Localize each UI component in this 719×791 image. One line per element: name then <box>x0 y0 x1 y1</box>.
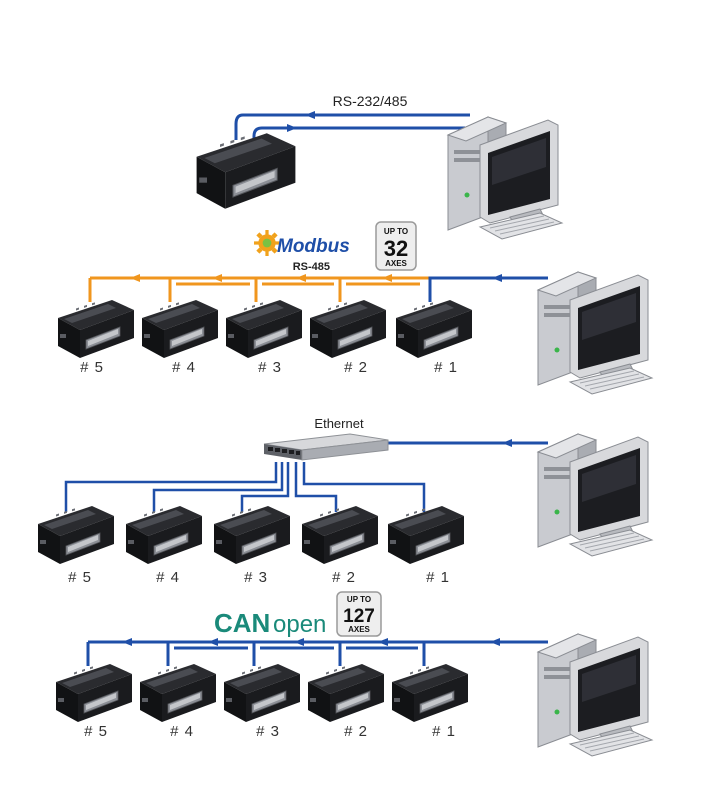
servo-drive-icon <box>395 299 473 359</box>
drive-label: # 4 <box>172 359 196 376</box>
computer-icon <box>447 116 563 240</box>
drive-label: # 1 <box>434 359 458 376</box>
badge-bottom-label: AXES <box>348 625 370 634</box>
canopen-section: CAN open UP TO 127 AXES <box>55 591 653 757</box>
modbus-pc-link <box>428 276 548 302</box>
drive-label: # 2 <box>344 359 368 376</box>
arrow-icon <box>305 111 315 119</box>
modbus-axes-badge: UP TO 32 AXES <box>375 221 417 271</box>
servo-drive-icon <box>223 663 301 723</box>
servo-drive-icon <box>55 663 133 723</box>
drive-label: # 4 <box>156 569 180 586</box>
badge-value: 32 <box>384 236 408 261</box>
drive-label: # 2 <box>344 723 368 740</box>
arrow-icon <box>382 274 392 282</box>
arrow-icon <box>287 124 297 132</box>
modbus-section: Modbus RS-485 UP TO 32 AXES # 5 # 4 # 3 … <box>57 221 653 395</box>
arrow-icon <box>490 638 500 646</box>
rs232-cable-inner <box>252 126 465 146</box>
drive-label: # 3 <box>258 359 282 376</box>
canopen-axes-badge: UP TO 127 AXES <box>336 591 382 637</box>
drive-label: # 5 <box>84 723 108 740</box>
servo-drive-icon <box>37 505 115 565</box>
servo-drive-icon <box>213 505 291 565</box>
servo-drive-icon <box>391 663 469 723</box>
servo-drive-icon <box>195 132 297 210</box>
ethernet-label: Ethernet <box>314 416 364 431</box>
servo-drive-icon <box>307 663 385 723</box>
badge-top-label: UP TO <box>347 595 371 604</box>
badge-top-label: UP TO <box>384 227 408 236</box>
ethernet-switch-icon <box>263 433 389 461</box>
servo-drive-icon <box>57 299 135 359</box>
drive-label: # 5 <box>68 569 92 586</box>
computer-icon <box>537 633 653 757</box>
drive-label: # 3 <box>244 569 268 586</box>
ethernet-section: Ethernet # 5 # 4 # 3 # 2 # 1 <box>37 416 653 586</box>
drive-label: # 4 <box>170 723 194 740</box>
canopen-bus <box>86 640 548 666</box>
ethernet-star-cables <box>64 462 426 512</box>
badge-bottom-label: AXES <box>385 259 407 268</box>
drive-label: # 5 <box>80 359 104 376</box>
canopen-logo-can: CAN <box>214 608 270 638</box>
servo-drive-icon <box>387 505 465 565</box>
canopen-logo-open: open <box>273 611 326 638</box>
arrow-icon <box>502 439 512 447</box>
rs232-cable-outer <box>234 113 470 140</box>
computer-icon <box>537 433 653 557</box>
drive-label: # 1 <box>426 569 450 586</box>
modbus-sub-label: RS-485 <box>293 261 330 273</box>
computer-icon <box>537 271 653 395</box>
arrow-icon <box>212 274 222 282</box>
modbus-bus <box>88 276 430 302</box>
badge-value: 127 <box>343 606 375 627</box>
servo-drive-icon <box>125 505 203 565</box>
rs232-section: RS-232/485 <box>195 93 563 240</box>
arrow-icon <box>492 274 502 282</box>
servo-drive-icon <box>309 299 387 359</box>
modbus-logo-text: Modbus <box>277 236 350 257</box>
drive-label: # 3 <box>256 723 280 740</box>
servo-drive-icon <box>225 299 303 359</box>
servo-drive-icon <box>141 299 219 359</box>
arrow-icon <box>130 274 140 282</box>
arrow-icon <box>296 274 306 282</box>
servo-drive-icon <box>139 663 217 723</box>
arrow-icon <box>294 638 304 646</box>
arrow-icon <box>378 638 388 646</box>
drive-label: # 1 <box>432 723 456 740</box>
rs232-label: RS-232/485 <box>333 93 408 109</box>
drive-label: # 2 <box>332 569 356 586</box>
servo-drive-icon <box>301 505 379 565</box>
arrow-icon <box>208 638 218 646</box>
arrow-icon <box>122 638 132 646</box>
